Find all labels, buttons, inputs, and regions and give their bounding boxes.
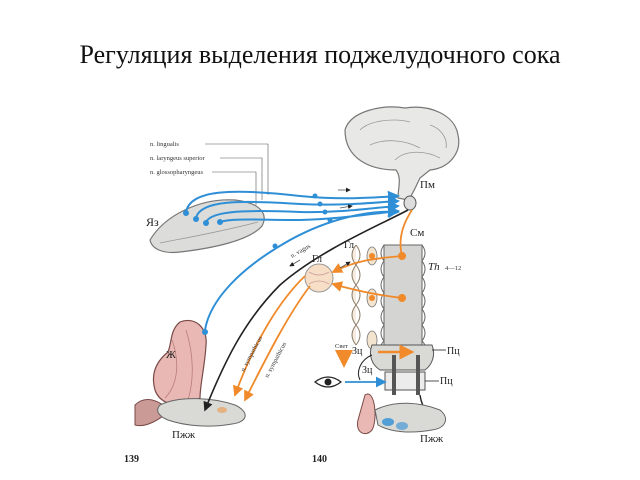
blue-afferent-fibers: [185, 190, 400, 331]
label-medulla: Пм: [420, 179, 435, 191]
flow-arrows: [289, 187, 353, 269]
tongue: [149, 199, 265, 254]
label-ganglion-right: Гл: [344, 240, 354, 251]
label-tongue: Яз: [146, 215, 159, 229]
label-n-glossopharyngeus: n. glossopharyngeus: [150, 169, 204, 176]
label-zc-top: Зц: [352, 346, 363, 357]
blue-receptors: [183, 193, 333, 335]
label-n-lingualis: n. lingualis: [150, 141, 179, 148]
sympathetic-fibers: [233, 209, 413, 402]
brain: [344, 106, 460, 211]
page-title: Регуляция выделения поджелудочного сока: [79, 40, 561, 69]
sympathetic-chain: [351, 244, 361, 346]
page-number-right: 140: [312, 454, 327, 465]
conditioned-reflex-inset: [314, 344, 447, 435]
label-n-sympathicus-2: n. sympathicus: [264, 341, 289, 379]
label-thoracic-range: 4—12: [445, 265, 461, 272]
page-number-left: 139: [124, 454, 139, 465]
label-pc-top: Пц: [447, 346, 460, 357]
eye-icon: [314, 376, 342, 388]
label-ganglion-left: Гл: [312, 254, 322, 265]
label-light: Свет: [335, 343, 348, 350]
label-stomach: Ж: [166, 349, 176, 361]
label-pc-mid: Пц: [440, 376, 453, 387]
label-pancreas-left: Пжж: [172, 429, 196, 441]
vagus-efferent: [203, 209, 409, 412]
label-spinal: См: [410, 227, 424, 239]
label-pancreas-right: Пжж: [420, 433, 444, 445]
label-zc-mid: Зц: [362, 365, 373, 376]
nerve-leaders: [205, 143, 269, 205]
pancreas-left: [157, 398, 246, 427]
label-n-sympathicus-1: n. sympathicus: [240, 335, 265, 373]
label-thoracic: Th: [428, 261, 440, 273]
label-n-vagus: n. vagus: [290, 243, 313, 260]
stomach: [134, 319, 207, 427]
sympathetic-nodes: [369, 252, 406, 302]
label-n-laryngeus: n. laryngeus superior: [150, 155, 206, 162]
celiac-ganglion: [304, 263, 334, 293]
